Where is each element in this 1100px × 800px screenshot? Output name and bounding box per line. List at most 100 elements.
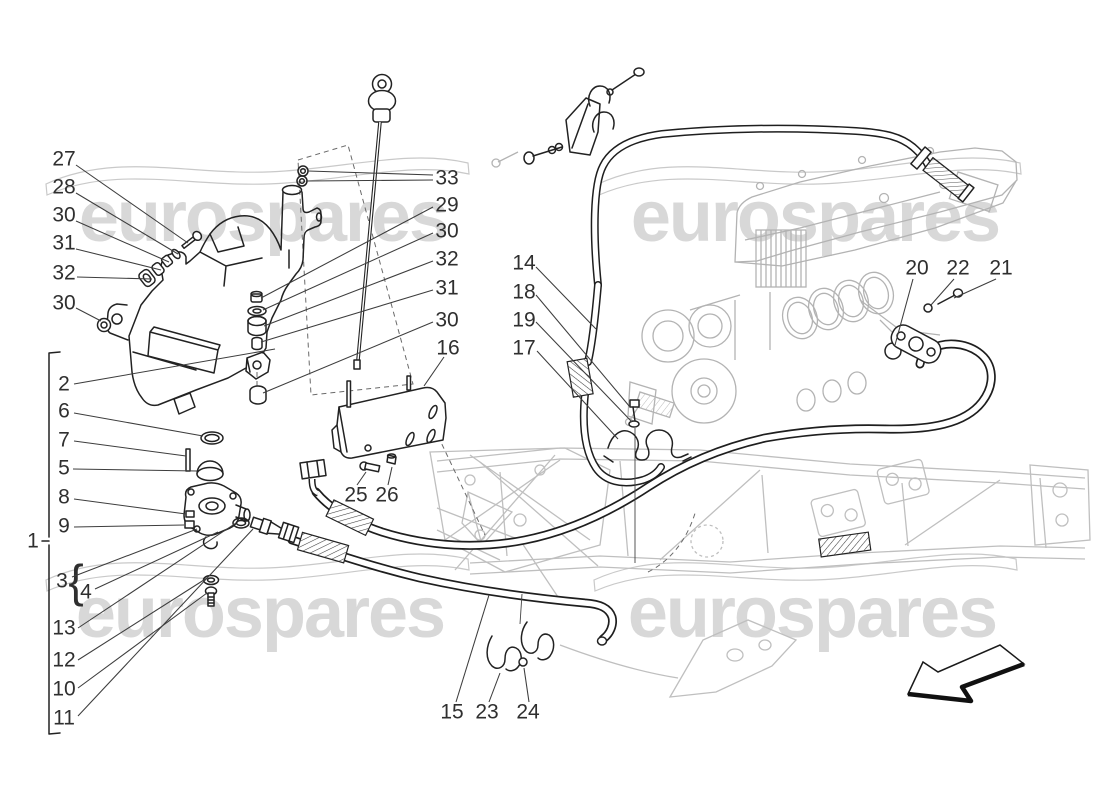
leader-line-32: [76, 276, 153, 280]
leader-line-14: [535, 266, 597, 330]
leader-line-3: [71, 528, 198, 578]
callout-label-31: 31: [435, 277, 458, 300]
leader-line-30: [262, 232, 434, 311]
leader-line-11: [77, 528, 254, 717]
leader-line-4: [94, 531, 219, 590]
callout-label-21: 21: [989, 257, 1012, 280]
leader-line-9: [73, 524, 185, 528]
callout-label-28: 28: [52, 176, 75, 199]
leader-line-6: [73, 412, 204, 437]
mount-washer-stack: [247, 290, 267, 351]
callout-label-27: 27: [52, 148, 75, 171]
callout-label-2: 2: [58, 373, 70, 396]
group-bracket-1: [41, 351, 61, 735]
bolt-18: [629, 399, 640, 408]
callout-label-5: 5: [58, 457, 70, 480]
nut-26: [386, 454, 397, 465]
leader-line-13: [77, 522, 237, 629]
leader-line-8: [73, 498, 187, 515]
leader-line-28: [75, 192, 179, 255]
leader-line-24: [523, 667, 530, 703]
callout-label-16: 16: [436, 337, 459, 360]
clip-24: [520, 621, 555, 661]
callout-label-30: 30: [435, 309, 458, 332]
callout-label-24: 24: [516, 701, 540, 724]
hose-clamp-17: [603, 399, 692, 563]
callout-label-30: 30: [435, 220, 458, 243]
hose-clips: [486, 593, 555, 672]
callout-label-11: 11: [53, 707, 75, 730]
oil-hoses: [277, 339, 996, 646]
callout-label-15: 15: [440, 701, 463, 724]
callout-label-30: 30: [52, 204, 75, 227]
watermark-text: eurospares: [628, 573, 996, 653]
callout-label-10: 10: [52, 678, 75, 701]
valve-cover: [734, 146, 1018, 288]
callout-label-18: 18: [512, 281, 535, 304]
leader-line-33: [307, 170, 434, 176]
leader-line-7: [73, 440, 187, 457]
callout-label-25: 25: [344, 484, 367, 507]
leader-line-16: [423, 356, 445, 387]
watermark-text: eurospares: [76, 573, 444, 653]
engine-block: [491, 151, 941, 427]
leader-line-30: [262, 321, 434, 394]
watermark-swoosh: [593, 553, 1018, 592]
callout-label-12: 12: [52, 649, 75, 672]
callout-label-29: 29: [435, 194, 458, 217]
leader-line-23: [488, 672, 501, 703]
clip-23: [486, 635, 522, 672]
leader-line-27: [75, 164, 189, 244]
callout-label-33: 33: [435, 167, 458, 190]
callout-label-20: 20: [905, 257, 928, 280]
leader-line-19: [535, 321, 633, 423]
callout-label-13: 13: [52, 617, 75, 640]
callout-label-14: 14: [512, 252, 536, 275]
watermark-text: eurospares: [79, 177, 447, 257]
callout-label-7: 7: [58, 429, 70, 452]
brace-3-4: {: [68, 555, 83, 607]
watermark-group: eurospares eurospares eurospares eurospa…: [45, 157, 1022, 653]
leader-line-30: [75, 220, 170, 263]
leader-line-33: [306, 179, 434, 182]
leader-line-26: [387, 466, 393, 486]
callout-label-3: 3: [56, 570, 68, 593]
leader-line-5: [72, 468, 198, 472]
leader-line-10: [77, 592, 208, 689]
dashed-reference-box: [297, 144, 414, 396]
leader-line-29: [260, 206, 434, 299]
callout-label-31: 31: [52, 232, 75, 255]
leader-line-18: [535, 294, 631, 408]
leader-line-21: [953, 278, 997, 299]
breather-pipe: [566, 124, 975, 487]
callout-label-1: 1: [27, 530, 39, 553]
washer-19: [628, 420, 640, 428]
leader-line-30: [75, 307, 102, 322]
leader-line-20: [894, 278, 914, 346]
callout-label-4: 4: [80, 581, 92, 604]
leader-line-15: [455, 594, 490, 703]
leader-line-25: [356, 471, 367, 486]
pump-flange-group: [183, 431, 283, 607]
pipe-clamp-bracket: [523, 67, 645, 165]
leader-line-32: [263, 260, 434, 327]
callout-label-23: 23: [475, 701, 498, 724]
callout-label-17: 17: [512, 337, 535, 360]
leader-line-22: [930, 278, 955, 306]
leader-line-17: [536, 350, 619, 440]
callout-label-30: 30: [52, 292, 75, 315]
support-bracket-16: [331, 375, 447, 473]
leader-lines: [71, 164, 997, 717]
leader-line-12: [77, 577, 208, 661]
callout-label-19: 19: [512, 309, 535, 332]
washer-22: [923, 303, 933, 313]
oil-tank: [106, 184, 323, 415]
callout-label-6: 6: [58, 400, 70, 423]
leader-line-2: [73, 348, 276, 385]
bolt-21: [937, 294, 956, 305]
callout-label-32: 32: [435, 248, 458, 271]
direction-arrow: [906, 644, 1026, 704]
